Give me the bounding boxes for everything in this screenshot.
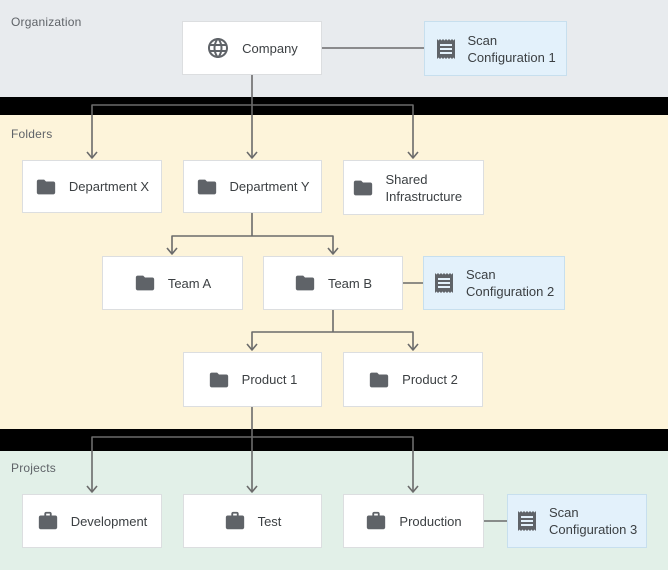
node-label: Department X bbox=[68, 179, 150, 194]
node-label: Team B bbox=[327, 275, 373, 291]
globe-icon bbox=[206, 36, 230, 60]
node-product-2: Product 2 bbox=[343, 352, 483, 407]
node-team-a: Team A bbox=[102, 256, 243, 310]
node-product-1: Product 1 bbox=[183, 352, 322, 407]
briefcase-icon bbox=[37, 510, 59, 532]
node-label: Development bbox=[70, 513, 148, 529]
node-label: Department Y bbox=[229, 179, 310, 194]
node-label: Scan Configuration 2 bbox=[466, 267, 555, 299]
node-label: Shared Infrastructure bbox=[385, 171, 463, 204]
folder-icon bbox=[294, 272, 316, 294]
node-test: Test bbox=[183, 494, 322, 548]
node-scan-configuration-2: Scan Configuration 2 bbox=[423, 256, 565, 310]
section-divider-bottom bbox=[0, 429, 668, 451]
folder-icon bbox=[352, 177, 374, 199]
node-label: Test bbox=[257, 513, 282, 529]
folder-icon bbox=[196, 176, 218, 198]
node-label: Product 2 bbox=[402, 372, 458, 387]
node-scan-configuration-3: Scan Configuration 3 bbox=[507, 494, 647, 548]
briefcase-icon bbox=[224, 510, 246, 532]
folder-icon bbox=[134, 272, 156, 294]
node-company: Company bbox=[182, 21, 322, 75]
node-department-y: Department Y bbox=[183, 160, 322, 213]
node-label: Team A bbox=[167, 275, 212, 291]
receipt-icon bbox=[434, 37, 458, 61]
node-team-b: Team B bbox=[263, 256, 403, 310]
section-divider-top bbox=[0, 97, 668, 115]
node-department-x: Department X bbox=[22, 160, 162, 213]
receipt-icon bbox=[432, 271, 456, 295]
node-development: Development bbox=[22, 494, 162, 548]
node-shared-infrastructure: Shared Infrastructure bbox=[343, 160, 484, 215]
section-label-organization: Organization bbox=[11, 15, 82, 29]
node-label: Scan Configuration 1 bbox=[467, 32, 556, 65]
folder-icon bbox=[208, 369, 230, 391]
node-label: Production bbox=[399, 513, 462, 529]
folder-icon bbox=[35, 176, 57, 198]
briefcase-icon bbox=[365, 510, 387, 532]
section-label-folders: Folders bbox=[11, 127, 53, 141]
node-label: Scan Configuration 3 bbox=[549, 505, 638, 537]
node-label: Company bbox=[242, 40, 298, 56]
folder-icon bbox=[368, 369, 390, 391]
node-label: Product 1 bbox=[241, 372, 298, 387]
node-production: Production bbox=[343, 494, 484, 548]
receipt-icon bbox=[515, 509, 539, 533]
node-scan-configuration-1: Scan Configuration 1 bbox=[424, 21, 567, 76]
section-label-projects: Projects bbox=[11, 461, 56, 475]
